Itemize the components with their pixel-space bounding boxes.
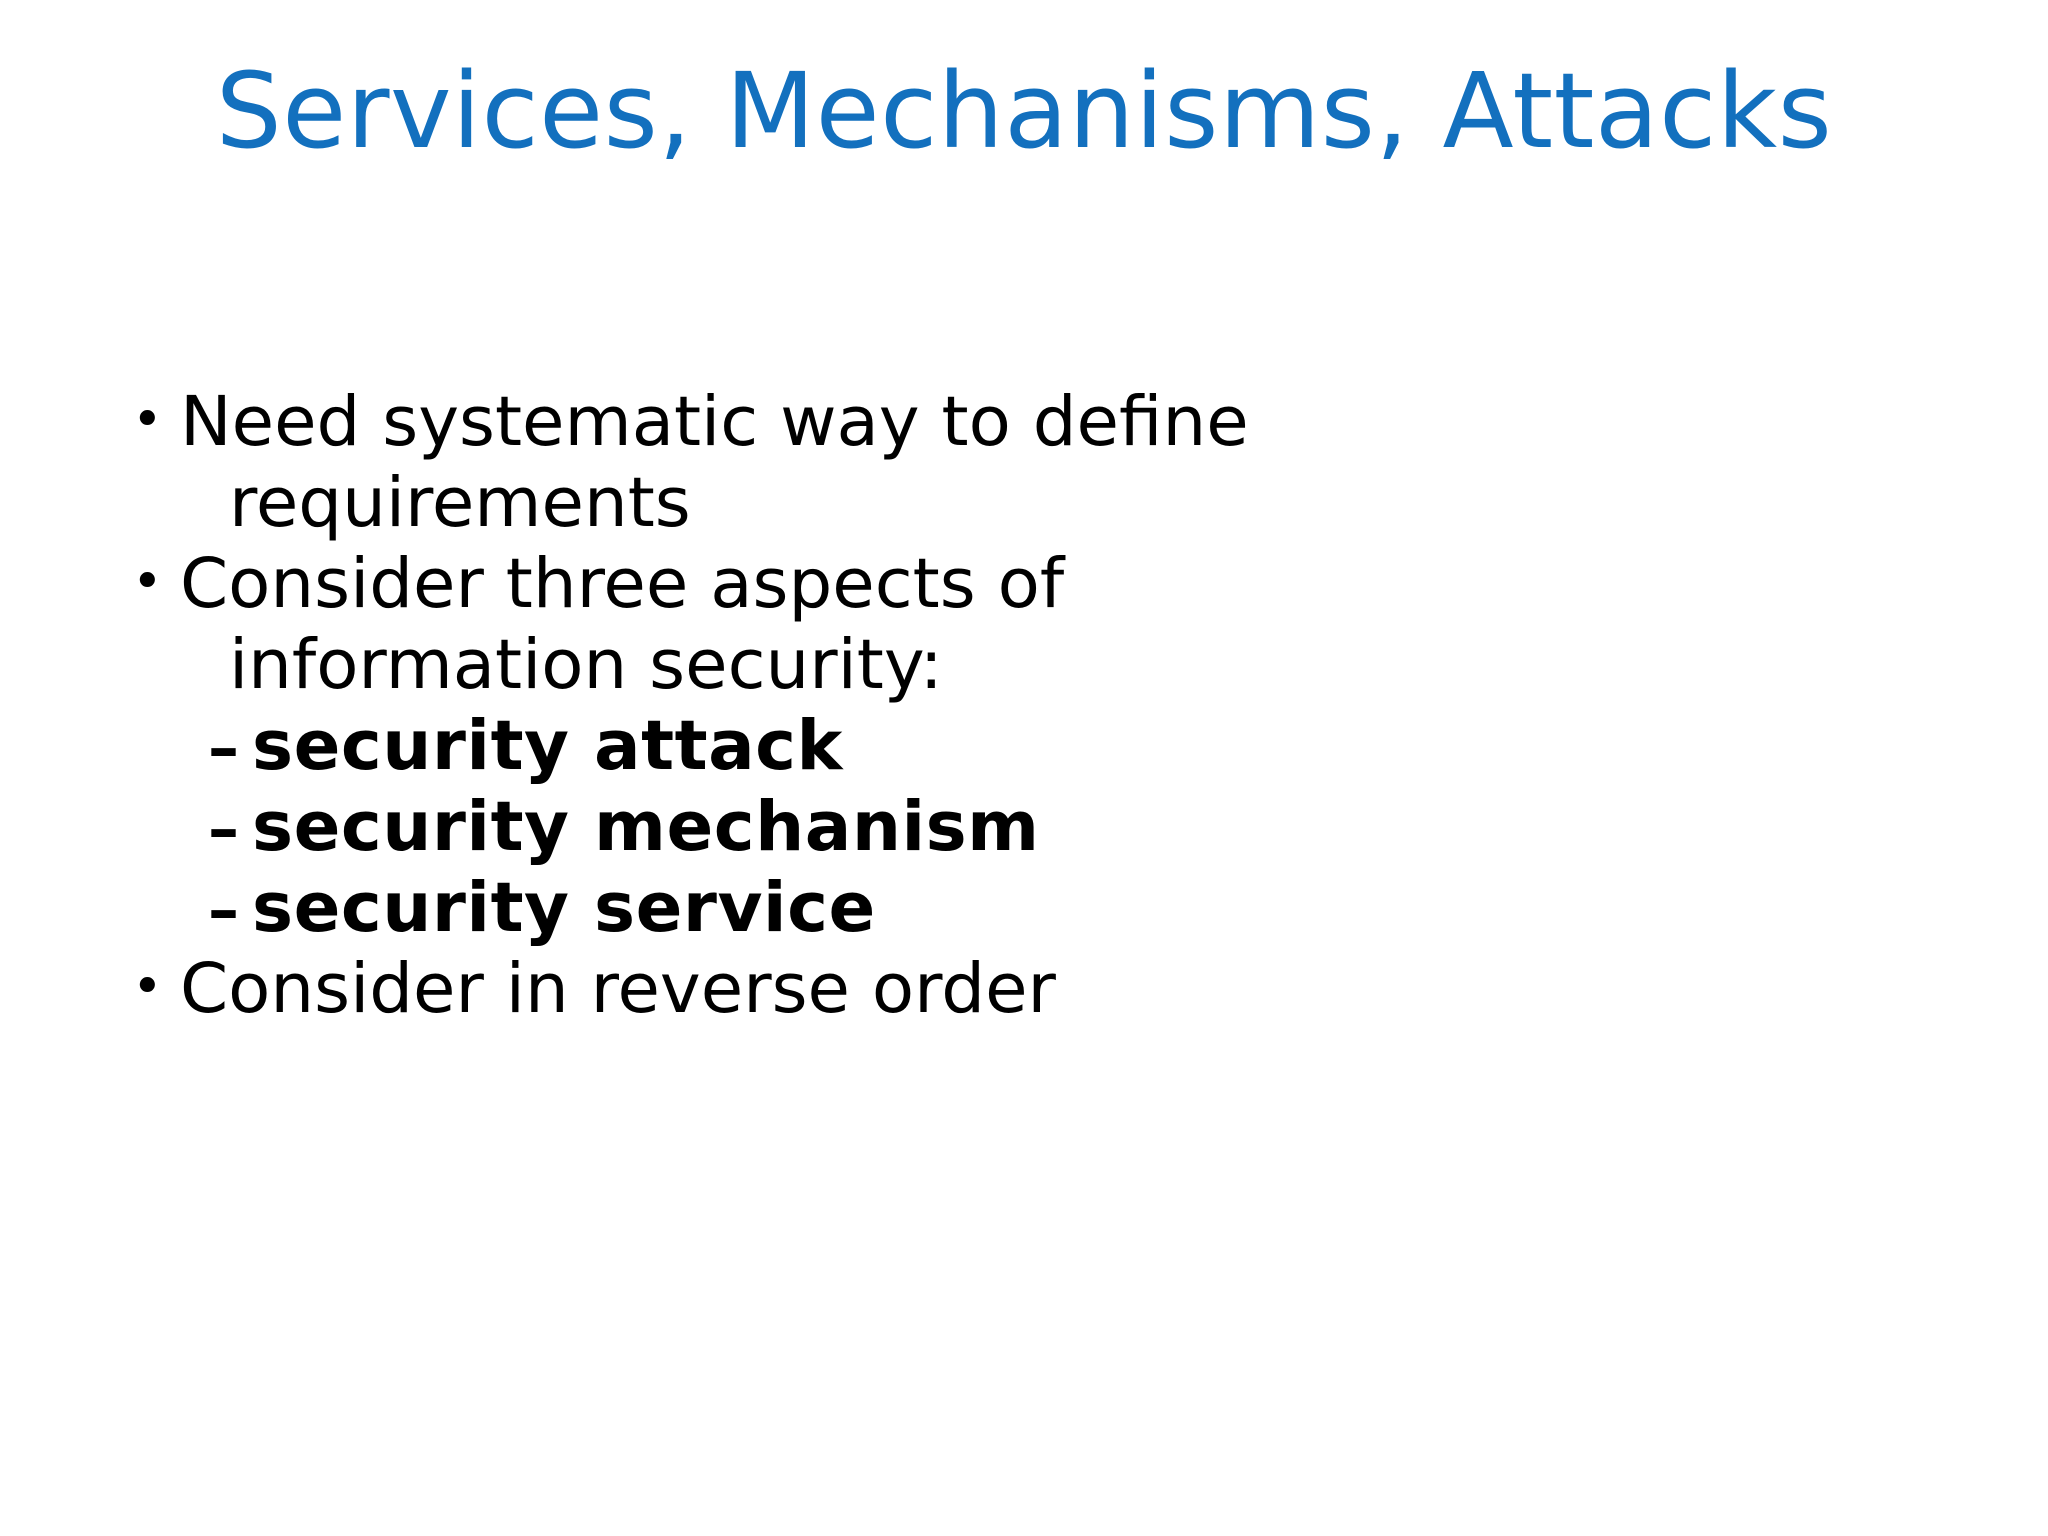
dash-marker-icon: – <box>208 873 239 947</box>
dash-marker-icon: – <box>208 792 239 866</box>
sub-bullet-text: security mechanism <box>252 787 1040 868</box>
bullet-continuation-text: requirements <box>229 463 691 544</box>
sub-bullet-text: security service <box>252 868 876 949</box>
bullet-text: Need systematic way to define <box>180 382 1249 462</box>
bullet-item: • Need systematic way to define <box>132 382 1692 463</box>
slide-body-content: • Need systematic way to define requirem… <box>132 382 1692 1031</box>
bullet-item: • Consider three aspects of <box>132 544 1692 625</box>
bullet-continuation-text: information security: <box>229 625 943 706</box>
sub-bullet-item: – security service <box>132 868 1692 949</box>
dash-marker-icon: – <box>208 711 239 785</box>
bullet-text: Consider in reverse order <box>180 949 1056 1030</box>
bullet-marker-icon: • <box>132 957 163 1018</box>
slide-title: Services, Mechanisms, Attacks <box>215 50 1833 172</box>
bullet-marker-icon: • <box>132 552 163 613</box>
sub-bullet-item: – security mechanism <box>132 787 1692 868</box>
bullet-text: Consider three aspects of <box>180 544 1065 625</box>
sub-bullet-text: security attack <box>252 706 843 787</box>
bullet-marker-icon: • <box>132 390 163 450</box>
sub-bullet-item: – security attack <box>132 706 1692 787</box>
bullet-item: • Consider in reverse order <box>132 949 1692 1030</box>
